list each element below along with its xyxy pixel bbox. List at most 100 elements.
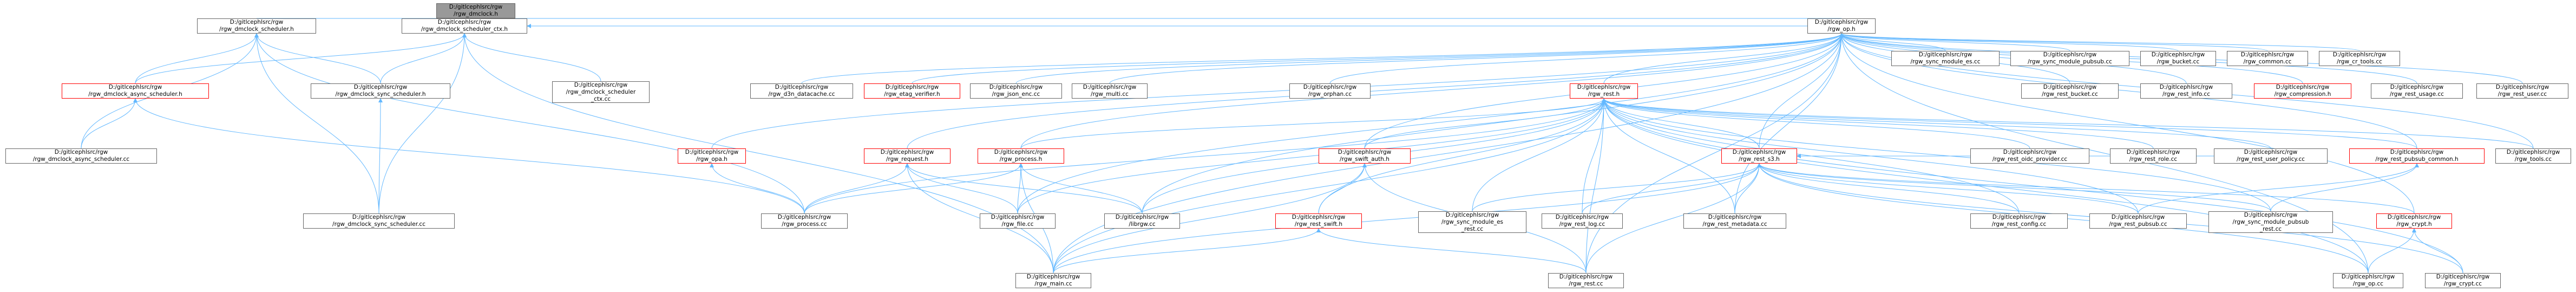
node-rgw-dmclock-sync-scheduler-cc[interactable]: D:/gitlcephlsrc/rgw /rgw_dmclock_sync_sc… bbox=[303, 213, 455, 229]
node-rgw-json-enc-cc[interactable]: D:/gitlcephlsrc/rgw /rgw_json_enc.cc bbox=[970, 83, 1062, 99]
edge-dmclock_sync_scheduler_h-to-dmclock_scheduler_h bbox=[254, 33, 381, 84]
node-rgw-dmclock-sync-scheduler-h[interactable]: D:/gitlcephlsrc/rgw /rgw_dmclock_sync_sc… bbox=[311, 83, 450, 99]
node-rgw-rest-log-cc[interactable]: D:/gitlcephlsrc/rgw /rgw_rest_log.cc bbox=[1542, 213, 1623, 229]
edge-rest_oidc_provider_cc-to-rest_h bbox=[1602, 98, 2030, 149]
node-rgw-rest-config-cc[interactable]: D:/gitlcephlsrc/rgw /rgw_rest_config.cc bbox=[1970, 213, 2068, 229]
node-rgw-rest-metadata-cc[interactable]: D:/gitlcephlsrc/rgw /rgw_rest_metadata.c… bbox=[1683, 213, 1786, 229]
node-label: D:/gitlcephlsrc/rgw /rgw_rest_info.cc bbox=[2159, 84, 2213, 98]
edge-librgw_cc-to-op_h bbox=[1142, 33, 1844, 214]
node-rgw-crypt-h[interactable]: D:/gitlcephlsrc/rgw /rgw_crypt.h bbox=[2376, 213, 2452, 229]
node-label: D:/gitlcephlsrc/rgw /rgw_dmclock_schedul… bbox=[219, 19, 294, 33]
node-rgw-rest-bucket-cc[interactable]: D:/gitlcephlsrc/rgw /rgw_rest_bucket.cc bbox=[2021, 83, 2119, 99]
edge-op_cc-to-crypt_h bbox=[2368, 228, 2416, 274]
node-rgw-rest-oidc-provider-cc[interactable]: D:/gitlcephlsrc/rgw /rgw_rest_oidc_provi… bbox=[1970, 148, 2089, 164]
node-rgw-bucket-cc[interactable]: D:/gitlcephlsrc/rgw /rgw_bucket.cc bbox=[2140, 51, 2216, 66]
node-rgw-crypt-cc[interactable]: D:/gitlcephlsrc/rgw /rgw_crypt.cc bbox=[2425, 273, 2501, 288]
node-rgw-tools-cc[interactable]: D:/gitlcephlsrc/rgw /rgw_tools.cc bbox=[2495, 148, 2571, 164]
node-label: D:/gitlcephlsrc/rgw /rgw_dmclock.h bbox=[449, 4, 503, 17]
edge-etag_verifier_h-to-op_h bbox=[912, 33, 1844, 84]
node-rgw-cr-tools-cc[interactable]: D:/gitlcephlsrc/rgw /rgw_cr_tools.cc bbox=[2319, 51, 2400, 66]
node-rgw-d3n-datacache-cc[interactable]: D:/gitlcephlsrc/rgw /rgw_d3n_datacache.c… bbox=[750, 83, 853, 99]
edge-process_cc-to-dmclock_scheduler_h bbox=[254, 33, 805, 214]
node-label: D:/gitlcephlsrc/rgw /rgw_bucket.cc bbox=[2151, 51, 2205, 65]
node-label: D:/gitlcephlsrc/rgw /rgw_dmclock_sync_sc… bbox=[332, 214, 425, 228]
edge-main_cc-to-rest_h bbox=[1053, 98, 1606, 274]
node-rgw-multi-cc[interactable]: D:/gitlcephlsrc/rgw /rgw_multi.cc bbox=[1072, 83, 1148, 99]
node-rgw-orphan-cc[interactable]: D:/gitlcephlsrc/rgw /rgw_orphan.cc bbox=[1289, 83, 1371, 99]
node-label: D:/gitlcephlsrc/rgw /rgw_sync_module_pub… bbox=[2232, 211, 2309, 232]
node-rgw-rest-pubsub-cc[interactable]: D:/gitlcephlsrc/rgw /rgw_rest_pubsub.cc bbox=[2089, 213, 2187, 229]
node-label: D:/gitlcephlsrc/rgw /rgw_dmclock_async_s… bbox=[88, 84, 182, 98]
node-rgw-rest-usage-cc[interactable]: D:/gitlcephlsrc/rgw /rgw_rest_usage.cc bbox=[2371, 83, 2463, 99]
node-rgw-dmclock-async-scheduler-h[interactable]: D:/gitlcephlsrc/rgw /rgw_dmclock_async_s… bbox=[62, 83, 209, 99]
edge-rest_metadata_cc-to-rest_s3_h bbox=[1734, 163, 1761, 214]
node-label: D:/gitlcephlsrc/rgw /rgw_dmclock_async_s… bbox=[32, 149, 130, 163]
node-rgw-dmclock-async-scheduler-cc[interactable]: D:/gitlcephlsrc/rgw /rgw_dmclock_async_s… bbox=[5, 148, 157, 164]
edge-orphan_cc-to-op_h bbox=[1329, 33, 1844, 84]
node-label: D:/gitlcephlsrc/rgw /rgw_rest_usage.cc bbox=[2389, 84, 2444, 98]
node-rgw-opa-h[interactable]: D:/gitlcephlsrc/rgw /rgw_opa.h bbox=[678, 148, 746, 164]
edge-d3n_datacache_cc-to-op_h bbox=[801, 33, 1844, 84]
edge-main_cc-to-swift_auth_h bbox=[1053, 163, 1367, 274]
node-label: D:/gitlcephlsrc/rgw /rgw_rest_user_polic… bbox=[2236, 149, 2305, 163]
node-label: D:/gitlcephlsrc/rgw /librgw.cc bbox=[1115, 214, 1169, 228]
node-rgw-dmclock-h[interactable]: D:/gitlcephlsrc/rgw /rgw_dmclock.h bbox=[436, 3, 515, 18]
node-rgw-sync-module-pubsub-cc[interactable]: D:/gitlcephlsrc/rgw /rgw_sync_module_pub… bbox=[2010, 51, 2129, 66]
node-rgw-file-cc[interactable]: D:/gitlcephlsrc/rgw /rgw_file.cc bbox=[980, 213, 1056, 229]
node-rgw-rest-swift-h[interactable]: D:/gitlcephlsrc/rgw /rgw_rest_swift.h bbox=[1275, 213, 1362, 229]
node-rgw-sync-module-pubsub-rest-cc[interactable]: D:/gitlcephlsrc/rgw /rgw_sync_module_pub… bbox=[2208, 211, 2333, 233]
edge-rest_pubsub_common_h-to-rest_h bbox=[1602, 98, 2417, 149]
edge-rest_swift_h-to-rest_h bbox=[1318, 98, 1606, 214]
edge-sync_module_pubsub_cc-to-op_h bbox=[1839, 33, 2070, 51]
node-rgw-common-cc[interactable]: D:/gitlcephlsrc/rgw /rgw_common.cc bbox=[2227, 51, 2308, 66]
node-librgw-cc[interactable]: D:/gitlcephlsrc/rgw /librgw.cc bbox=[1104, 213, 1180, 229]
node-label: D:/gitlcephlsrc/rgw /rgw_process.h bbox=[994, 149, 1048, 163]
edge-rest_pubsub_common_h-to-op_h bbox=[1839, 33, 2417, 149]
node-rgw-rest-user-cc[interactable]: D:/gitlcephlsrc/rgw /rgw_rest_user.cc bbox=[2476, 83, 2568, 99]
node-rgw-main-cc[interactable]: D:/gitlcephlsrc/rgw /rgw_main.cc bbox=[1015, 273, 1091, 288]
node-label: D:/gitlcephlsrc/rgw /rgw_op.cc bbox=[2341, 274, 2395, 287]
node-rgw-swift-auth-h[interactable]: D:/gitlcephlsrc/rgw /rgw_swift_auth.h bbox=[1319, 148, 1411, 164]
node-rgw-rest-h[interactable]: D:/gitlcephlsrc/rgw /rgw_rest.h bbox=[1570, 83, 1638, 99]
node-label: D:/gitlcephlsrc/rgw /rgw_tools.cc bbox=[2506, 149, 2560, 163]
edge-process_h-to-op_h bbox=[1020, 33, 1844, 149]
node-rgw-sync-module-es-cc[interactable]: D:/gitlcephlsrc/rgw /rgw_sync_module_es.… bbox=[1891, 51, 2000, 66]
edge-sync_module_pubsub_rest_cc-to-rest_s3_h bbox=[1757, 163, 2271, 212]
node-rgw-request-h[interactable]: D:/gitlcephlsrc/rgw /rgw_request.h bbox=[864, 148, 951, 164]
node-rgw-process-cc[interactable]: D:/gitlcephlsrc/rgw /rgw_process.cc bbox=[761, 213, 848, 229]
node-rgw-rest-pubsub-common-h[interactable]: D:/gitlcephlsrc/rgw /rgw_rest_pubsub_com… bbox=[2349, 148, 2485, 164]
edge-rest_metadata_cc-to-rest_h bbox=[1602, 98, 1735, 214]
node-label: D:/gitlcephlsrc/rgw /rgw_op.h bbox=[1814, 19, 1869, 33]
edge-librgw_cc-to-process_h bbox=[1019, 163, 1143, 214]
node-rgw-compression-h[interactable]: D:/gitlcephlsrc/rgw /rgw_compression.h bbox=[2254, 83, 2351, 99]
node-rgw-sync-module-es-rest-cc[interactable]: D:/gitlcephlsrc/rgw /rgw_sync_module_es … bbox=[1418, 211, 1526, 233]
edge-dmclock_async_scheduler_h-to-dmclock_scheduler_h bbox=[135, 33, 259, 84]
edge-rest_metadata_cc-to-op_h bbox=[1734, 33, 1844, 214]
node-rgw-dmclock-scheduler-h[interactable]: D:/gitlcephlsrc/rgw /rgw_dmclock_schedul… bbox=[197, 18, 316, 34]
node-rgw-dmclock-scheduler-ctx-h[interactable]: D:/gitlcephlsrc/rgw /rgw_dmclock_schedul… bbox=[402, 18, 527, 34]
node-label: D:/gitlcephlsrc/rgw /rgw_crypt.cc bbox=[2436, 274, 2490, 287]
node-label: D:/gitlcephlsrc/rgw /rgw_rest_user.cc bbox=[2495, 84, 2549, 98]
edge-rest_cc-to-rest_swift_h bbox=[1316, 228, 1587, 274]
node-rgw-etag-verifier-h[interactable]: D:/gitlcephlsrc/rgw /rgw_etag_verifier.h bbox=[864, 83, 960, 99]
node-rgw-process-h[interactable]: D:/gitlcephlsrc/rgw /rgw_process.h bbox=[978, 148, 1064, 164]
node-rgw-rest-cc[interactable]: D:/gitlcephlsrc/rgw /rgw_rest.cc bbox=[1548, 273, 1624, 288]
node-label: D:/gitlcephlsrc/rgw /rgw_rest_bucket.cc bbox=[2042, 84, 2098, 98]
node-label: D:/gitlcephlsrc/rgw /rgw_rest_pubsub_com… bbox=[2375, 149, 2459, 163]
edge-file_cc-to-process_h bbox=[1017, 163, 1023, 214]
edge-crypt_h-to-op_h bbox=[1839, 33, 2415, 214]
node-rgw-op-cc[interactable]: D:/gitlcephlsrc/rgw /rgw_op.cc bbox=[2333, 273, 2403, 288]
node-rgw-rest-info-cc[interactable]: D:/gitlcephlsrc/rgw /rgw_rest_info.cc bbox=[2140, 83, 2232, 99]
node-rgw-rest-role-cc[interactable]: D:/gitlcephlsrc/rgw /rgw_rest_role.cc bbox=[2110, 148, 2197, 164]
node-rgw-rest-user-policy-cc[interactable]: D:/gitlcephlsrc/rgw /rgw_rest_user_polic… bbox=[2214, 148, 2328, 164]
node-rgw-rest-s3-h[interactable]: D:/gitlcephlsrc/rgw /rgw_rest_s3.h bbox=[1721, 148, 1797, 164]
node-rgw-op-h[interactable]: D:/gitlcephlsrc/rgw /rgw_op.h bbox=[1807, 18, 1876, 34]
node-rgw-dmclock-scheduler-ctx-cc[interactable]: D:/gitlcephlsrc/rgw /rgw_dmclock_schedul… bbox=[552, 81, 650, 103]
edge-dmclock_sync_scheduler_cc-to-dmclock_sync_scheduler_h bbox=[378, 98, 383, 214]
edge-sync_module_pubsub_rest_cc-to-rest_pubsub_common_h bbox=[2270, 163, 2419, 212]
edge-file_cc-to-op_h bbox=[1017, 33, 1844, 214]
edge-rest_cc-to-rest_s3_h bbox=[1585, 163, 1761, 274]
node-label: D:/gitlcephlsrc/rgw /rgw_sync_module_es.… bbox=[1910, 51, 1981, 65]
edge-process_cc-to-request_h bbox=[804, 163, 909, 214]
